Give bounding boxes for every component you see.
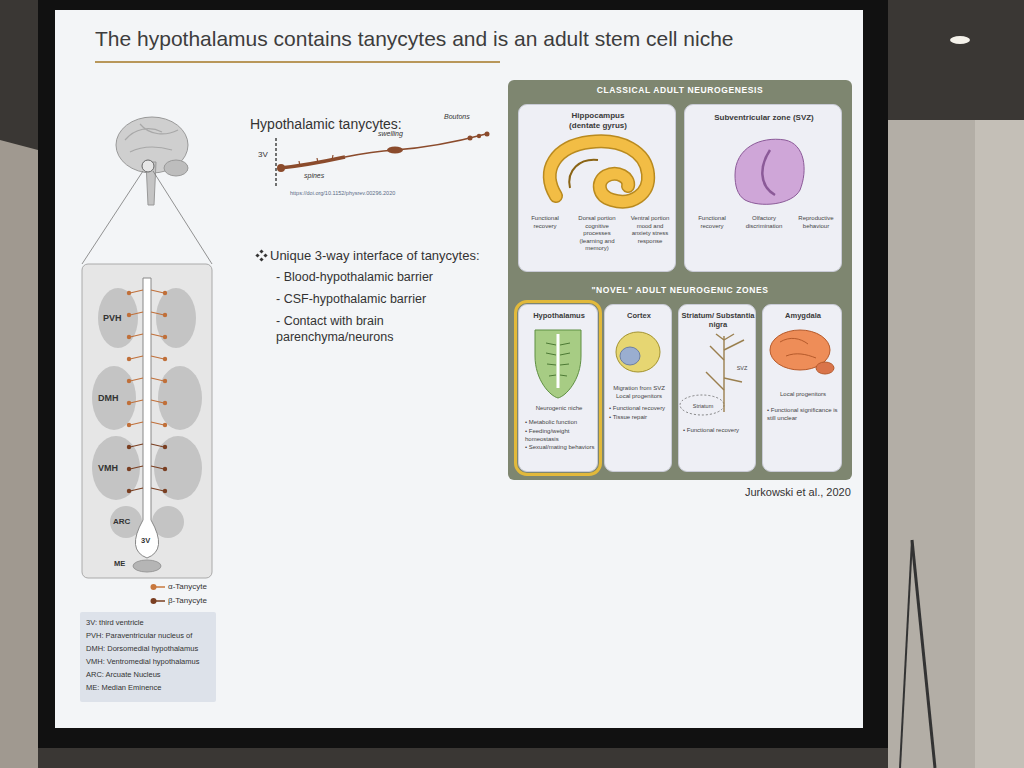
text-label: https://doi.org/10.1152/physrev.00296.20… (290, 190, 490, 197)
text-label: PVH (103, 313, 129, 324)
text-label: 3V (141, 536, 155, 545)
text-label: DMH (98, 393, 128, 404)
text-label: swelling (378, 130, 412, 139)
region-box: Striatum/ Substantia nigraStriatum SVZ • F… (678, 304, 756, 472)
text-label: Unique 3-way interface of tanycytes: (270, 248, 506, 264)
region-box: HypothalamusNeurogenic niche • Metabolic … (518, 304, 598, 472)
section-band: CLASSICAL ADULT NEUROGENESIS Hippocampus … (508, 80, 852, 280)
node-heading: Hypothalamus (519, 311, 599, 320)
node-heading: "NOVEL" ADULT NEUROGENIC ZONES (508, 285, 852, 296)
node-text: • Functional recovery (609, 405, 671, 413)
node-text: • Metabolic function (525, 419, 595, 427)
node-text: • Functional significance is still uncle… (767, 407, 839, 422)
text-label: VMH (98, 463, 128, 474)
text-label: - Contact with brain parenchyma/neurons (276, 314, 504, 345)
legend-sample (150, 597, 166, 605)
slide-title: The hypothalamus contains tanycytes and … (95, 26, 855, 52)
node-text: Functional recovery (523, 215, 567, 230)
node-heading: Subventricular zone (SVZ) (699, 113, 829, 123)
text-label: - Blood-hypothalamic barrier (276, 270, 504, 286)
node-heading: Cortex (605, 311, 673, 320)
text-label: ARC (113, 517, 137, 527)
legend-sample (150, 583, 166, 591)
node-text: ME: Median Eminence (86, 682, 214, 694)
region-box: Hippocampus (dentate gyrus) Functional re… (518, 104, 676, 272)
node-text: DMH: Dorsomedial hypothalamus (86, 643, 214, 655)
text-label: - CSF-hypothalamic barrier (276, 292, 504, 308)
node-heading: Amygdala (763, 311, 843, 320)
node-text: ARC: Arcuate Nucleus (86, 669, 214, 681)
text-label: Jurkowski et al., 2020 (745, 486, 855, 500)
abbreviation-box: 3V: third ventriclePVH: Paraventricular … (80, 612, 216, 702)
node-text: SVZ (731, 365, 753, 372)
node-text: • Tissue repair (609, 414, 671, 422)
node-text: • Feeding/weight homeostasis (525, 428, 595, 443)
node-text: Ventral portion mood and anxiety stress … (627, 215, 673, 245)
region-box: Subventricular zone (SVZ) Functional reco… (684, 104, 842, 272)
node-text: • Sexual/mating behaviors (525, 444, 595, 452)
text-label: 3V (258, 150, 274, 160)
node-text: • Functional recovery (683, 427, 753, 435)
section-band: "NOVEL" ADULT NEUROGENIC ZONES Hypothalam… (508, 280, 852, 480)
node-text: Local progenitors (767, 391, 839, 399)
node-text: PVH: Paraventricular nucleus of (86, 630, 214, 642)
node-text: VMH: Ventromedial hypothalamus (86, 656, 214, 668)
text-label: spines (304, 172, 334, 181)
node-heading: Striatum/ Substantia nigra (681, 311, 755, 330)
node-heading: CLASSICAL ADULT NEUROGENESIS (508, 85, 852, 96)
node-heading: 3V: third ventricle (86, 617, 214, 629)
text-label: Boutons (444, 113, 480, 122)
node-text: Functional recovery (689, 215, 735, 230)
node-text: Striatum (685, 403, 721, 410)
region-box: AmygdalaLocal progenitors • Functional si… (762, 304, 842, 472)
node-text: Neurogenic niche (521, 405, 597, 413)
region-box: CortexMigration from SVZ Local progenito… (604, 304, 672, 472)
legend-text: β-Tanycyte (168, 596, 228, 606)
node-text: Olfactory discrimination (741, 215, 787, 230)
node-text: Migration from SVZ Local progenitors (608, 385, 670, 400)
node-text: Reproductive behaviour (793, 215, 839, 230)
legend-text: α-Tanycyte (168, 582, 228, 592)
node-text: Dorsal portion cognitive processes (lear… (571, 215, 623, 253)
node-heading: Hippocampus (dentate gyrus) (563, 111, 633, 131)
text-label: ME (114, 559, 132, 568)
